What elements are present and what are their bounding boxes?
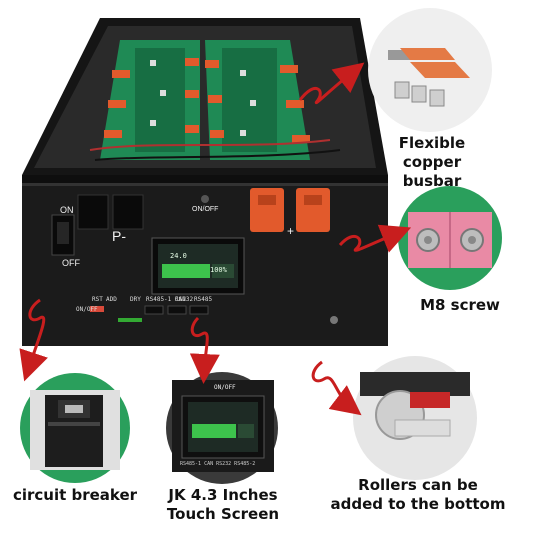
minus-label: P- [112, 228, 126, 244]
positive-terminals [250, 188, 330, 232]
lcd-line1: 24.0 [170, 252, 187, 260]
busbar-inset [368, 8, 492, 132]
inset-ports-label: RS485-1 CAN RS232 RS485-2 [180, 461, 256, 467]
lcd-display [151, 237, 245, 295]
breaker-inset [20, 373, 130, 483]
callout-arrows [19, 62, 412, 416]
plus-label: + [287, 224, 295, 238]
breaker-label: circuit breaker [12, 486, 138, 504]
on-label: ON [60, 205, 74, 215]
screw-label: M8 screw [420, 296, 500, 314]
screen-label-line1: JK 4.3 Inches [168, 486, 278, 504]
inset-onoff-label: ON/OFF [214, 384, 236, 391]
lcd-line2: 100% [210, 266, 227, 274]
screen-inset [166, 372, 278, 484]
port-label-rs485: RS485 [194, 296, 213, 303]
busbar-label-line2: copper busbar [402, 153, 462, 190]
small-onoff-label: ON/OFF [76, 306, 98, 313]
port-label-rs232: RS232 [175, 296, 194, 303]
off-label: OFF [62, 258, 80, 268]
port-label-dry: DRY [130, 296, 141, 303]
busbar-label-line1: Flexible [398, 134, 466, 152]
rollers-label-line1: Rollers can be [358, 476, 478, 494]
port-label-add: ADD [106, 296, 117, 303]
cell-pcb-strips [89, 40, 341, 161]
port-label-rst: RST [92, 296, 103, 303]
busbar-label: Flexible copper busbar [372, 134, 492, 191]
rollers-label-line2: added to the bottom [330, 495, 506, 513]
rollers-label: Rollers can be added to the bottom [330, 476, 506, 514]
power-button [201, 195, 209, 203]
screen-label-line2: Touch Screen [166, 505, 280, 523]
breaker-switch [51, 214, 75, 256]
rollers-inset [353, 356, 477, 480]
port-label-rs485-can: RS485-1 CAN [146, 296, 186, 303]
screw-inset [398, 186, 502, 290]
onoff-label: ON/OFF [192, 206, 219, 213]
negative-terminal [77, 194, 144, 230]
screen-label: JK 4.3 Inches Touch Screen [160, 486, 286, 524]
port-row [90, 305, 338, 324]
